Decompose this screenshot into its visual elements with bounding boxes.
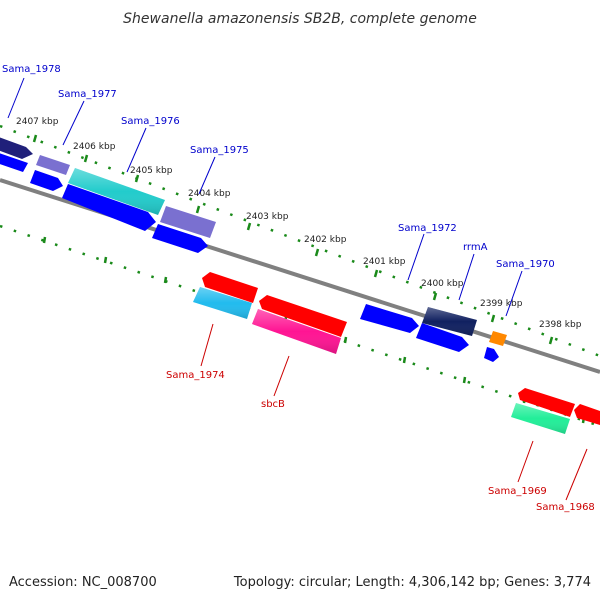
accession-text: Accession: NC_008700 <box>9 575 157 590</box>
gene-feature[interactable] <box>160 206 216 238</box>
tick-label: 2403 kbp <box>246 212 289 222</box>
reverse-label-leaders <box>200 323 588 501</box>
gene-feature[interactable] <box>0 152 28 172</box>
reverse-gene-labels: Sama_1974 sbcB Sama_1969 Sama_1968 <box>166 370 595 513</box>
tick-label: 2406 kbp <box>73 142 116 152</box>
major-ticks-outer <box>32 134 554 345</box>
gene-feature[interactable] <box>202 272 258 303</box>
gene-label[interactable]: rrmA <box>463 242 488 253</box>
gene-feature[interactable] <box>0 136 33 159</box>
gene-label[interactable]: sbcB <box>261 399 285 410</box>
forward-label-leaders <box>7 77 523 317</box>
gene-label[interactable]: Sama_1976 <box>121 116 180 127</box>
gene-label[interactable]: Sama_1975 <box>190 145 249 156</box>
gene-feature[interactable] <box>259 295 347 337</box>
gene-feature[interactable] <box>36 155 70 175</box>
major-ticks-inner <box>42 236 586 424</box>
topology-summary: Topology: circular; Length: 4,306,142 bp… <box>233 575 591 590</box>
gene-label[interactable]: Sama_1977 <box>58 89 117 100</box>
tick-label: 2398 kbp <box>539 320 582 330</box>
gene-shading <box>68 168 570 434</box>
tick-label: 2407 kbp <box>16 117 59 127</box>
gene-label[interactable]: Sama_1978 <box>2 64 61 75</box>
tick-label: 2402 kbp <box>304 235 347 245</box>
tick-label: 2405 kbp <box>130 166 173 176</box>
gene-label[interactable]: Sama_1974 <box>166 370 225 381</box>
gene-feature[interactable] <box>30 170 63 191</box>
gene-label[interactable]: Sama_1969 <box>488 486 547 497</box>
gene-feature[interactable] <box>360 304 419 333</box>
tick-label: 2400 kbp <box>421 279 464 289</box>
forward-gene-labels: Sama_1978 Sama_1977 Sama_1976 Sama_1975 … <box>2 64 555 270</box>
tick-labels: 2407 kbp 2406 kbp 2405 kbp 2404 kbp 2403… <box>16 117 582 330</box>
gene-feature[interactable] <box>574 404 600 425</box>
gene-label[interactable]: Sama_1970 <box>496 259 555 270</box>
gene-label[interactable]: Sama_1972 <box>398 223 457 234</box>
map-title: Shewanella amazonensis SB2B, complete ge… <box>123 11 477 27</box>
gene-feature[interactable] <box>62 184 156 231</box>
tick-label: 2404 kbp <box>188 189 231 199</box>
gene-feature[interactable] <box>518 388 575 417</box>
gene-feature[interactable] <box>152 224 208 253</box>
gene-feature[interactable] <box>416 323 469 352</box>
tick-ring-outer <box>0 124 600 358</box>
gene-label[interactable]: Sama_1968 <box>536 502 595 513</box>
tick-label: 2399 kbp <box>480 299 523 309</box>
gene-feature[interactable] <box>489 331 507 346</box>
gene-feature[interactable] <box>484 347 499 362</box>
tick-label: 2401 kbp <box>363 257 406 267</box>
